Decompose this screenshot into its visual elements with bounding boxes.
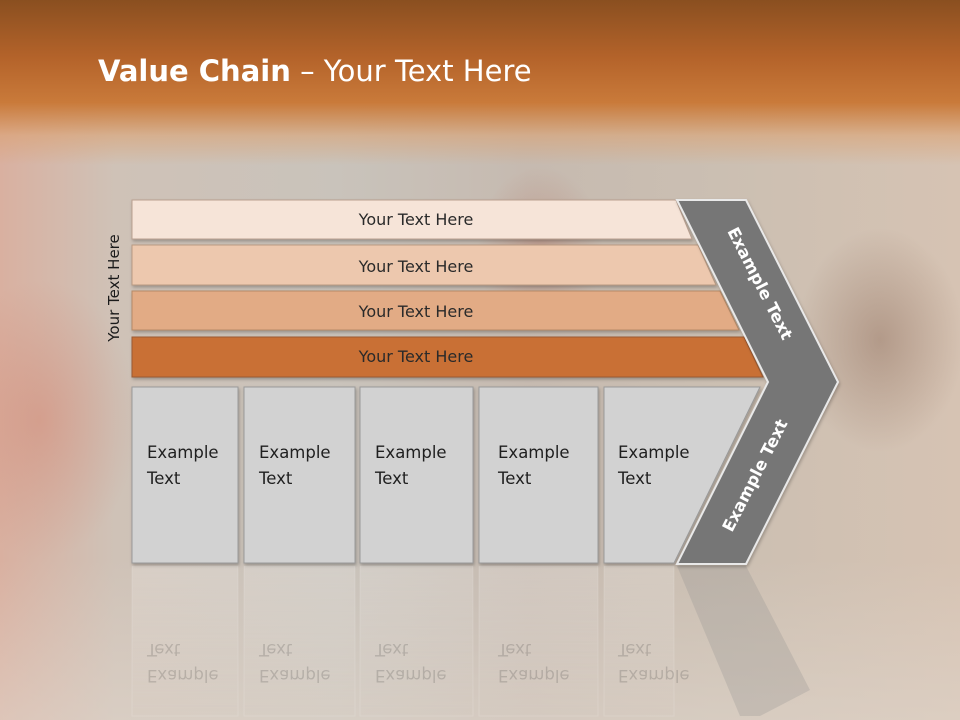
cell-4-reflect-line1: Example [498,666,570,685]
bar-1-label: Your Text Here [358,210,474,229]
cell-2-reflect-line2: Text [259,640,293,659]
cell-5-line1: Example [618,443,690,462]
cell-1-reflect-line2: Text [147,640,181,659]
title-rest: – Your Text Here [290,54,532,88]
cell-5-reflect-line1: Example [618,666,690,685]
bar-1[interactable] [131,199,693,240]
bar-2-label: Your Text Here [358,257,474,276]
cell-1-reflect-line1: Example [147,666,219,685]
cell-3-reflect-line2: Text [375,640,409,659]
cell-5-reflect-line2: Text [618,640,652,659]
title-bold: Value Chain [98,54,291,88]
cell-reflection [131,565,239,717]
cell-2-reflect-line1: Example [259,666,331,685]
cell-3-line1: Example [375,443,447,462]
cell-3-line2: Text [375,469,409,488]
bar-4[interactable] [131,336,764,378]
bar-3-label: Your Text Here [358,302,474,321]
cell-4-reflect-line2: Text [498,640,532,659]
chevron-reflection [677,566,810,716]
cell-1-line1: Example [147,443,219,462]
cell-5[interactable] [603,386,761,564]
cell-1[interactable] [131,386,239,564]
cell-3-reflect-line1: Example [375,666,447,685]
reflection-group [131,565,810,717]
bar-3[interactable] [131,290,740,331]
bar-2[interactable] [131,244,717,286]
cell-5-reflection-text: Example Text [618,636,690,688]
cell-reflection [478,565,599,717]
cell-reflection [603,565,675,717]
cell-2-line1: Example [259,443,331,462]
cell-reflection [359,565,474,717]
cell-3[interactable] [359,386,474,564]
cell-4-reflection-text: Example Text [498,636,570,688]
cell-3-reflection-text: Example Text [375,636,447,688]
cell-2[interactable] [243,386,356,564]
cell-reflection [243,565,356,717]
cell-4-line1: Example [498,443,570,462]
cell-2-reflection-text: Example Text [259,636,331,688]
cell-5-line2: Text [618,469,652,488]
cell-2-line2: Text [259,469,293,488]
chevron-arrow[interactable] [675,199,840,565]
cell-4[interactable] [478,386,599,564]
bar-4-label: Your Text Here [358,347,474,366]
cell-1-reflection-text: Example Text [147,636,219,688]
cell-4-line2: Text [498,469,532,488]
slide-title: Value Chain – Your Text Here [98,54,532,94]
cell-1-line2: Text [147,469,181,488]
header-band [0,0,960,165]
